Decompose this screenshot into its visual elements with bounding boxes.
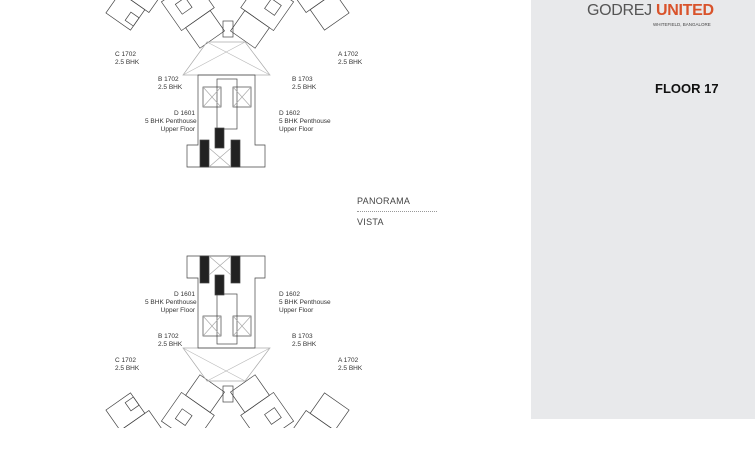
info-panel: GODREJ UNITED WHITEFIELD, BANGALORE FLOO…: [531, 0, 755, 419]
brand-logo: GODREJ UNITED: [587, 2, 714, 19]
brand-location: WHITEFIELD, BANGALORE: [653, 22, 711, 27]
tower-label-vista: VISTA: [357, 217, 384, 227]
floor-plan-top: [95, 0, 355, 205]
tower-label-panorama: PANORAMA: [357, 196, 411, 206]
floor-plan-bottom: [95, 248, 355, 458]
floor-title: FLOOR 17: [655, 81, 719, 96]
tower-divider: [357, 211, 437, 212]
